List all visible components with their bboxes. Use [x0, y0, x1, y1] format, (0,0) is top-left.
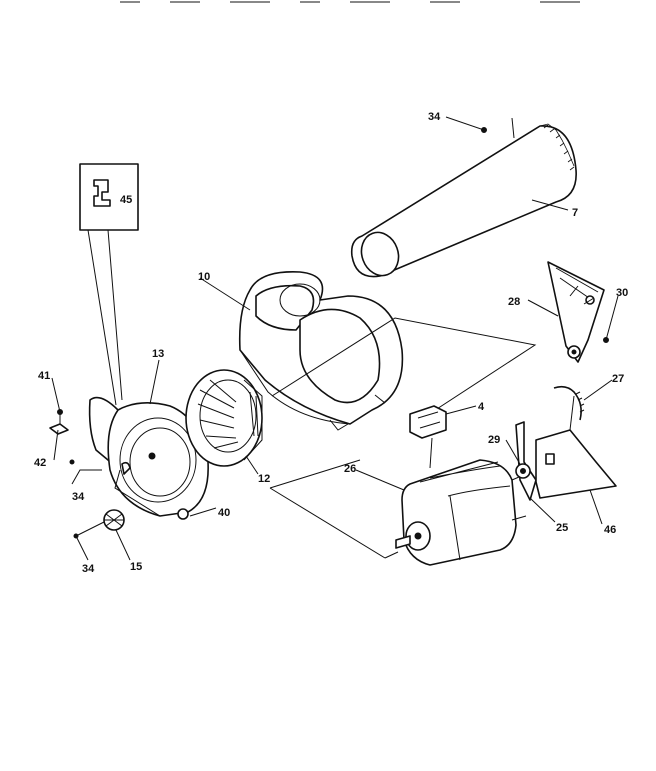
label-part-13: 13: [152, 348, 164, 360]
label-part-34-left: 34: [72, 491, 85, 503]
label-part-45: 45: [120, 194, 132, 206]
label-part-25: 25: [556, 522, 568, 534]
motor-base-outline: [269, 459, 399, 559]
clip-15: [103, 509, 125, 531]
label-part-42: 42: [34, 457, 46, 469]
label-part-10: 10: [198, 271, 210, 283]
label-part-27: 27: [612, 373, 624, 385]
label-part-15: 15: [130, 561, 142, 573]
label-part-30: 30: [616, 287, 628, 299]
label-part-26: 26: [344, 463, 356, 475]
label-part-46: 46: [604, 524, 616, 536]
label-part-7: 7: [572, 207, 578, 219]
label-part-4: 4: [478, 401, 485, 413]
leader-lines: [51, 116, 619, 561]
label-part-12: 12: [258, 473, 270, 485]
part-labels: 34 7 45 10 28 30 13 41 27 4 42 29 26 34 …: [34, 111, 628, 575]
idler-arm: [515, 421, 537, 501]
label-part-40: 40: [218, 507, 230, 519]
exhaust-duct-tube: [350, 117, 577, 278]
motor-bracket: [535, 395, 617, 499]
label-part-34-top: 34: [428, 111, 441, 123]
label-part-28: 28: [508, 296, 520, 308]
blower-wheel: [185, 369, 263, 467]
label-part-29: 29: [488, 434, 500, 446]
blower-housing: [238, 271, 404, 431]
label-part-41: 41: [38, 370, 50, 382]
clip-inset: [79, 163, 139, 406]
label-part-34-bottom: 34: [82, 563, 95, 575]
motor-mounting-strap: [409, 405, 447, 469]
blower-cover-plate: [88, 396, 209, 520]
mounting-outline: [271, 317, 537, 421]
idler-spring: [553, 385, 585, 421]
drive-motor: [395, 459, 527, 566]
idler-bracket: [547, 261, 605, 363]
